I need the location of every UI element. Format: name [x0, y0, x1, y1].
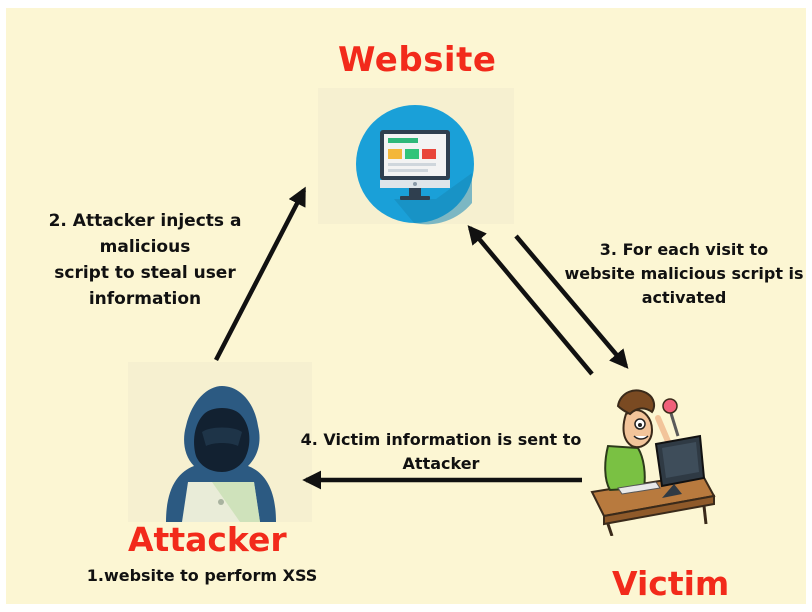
- arrow-victim-to-website: [467, 225, 594, 376]
- attacker-caption: 1.website to perform XSS: [86, 566, 318, 585]
- website-title: Website: [338, 40, 497, 80]
- step3-line: activated: [641, 288, 727, 307]
- step2-label: 2. Attacker injects a malicious script t…: [30, 208, 260, 312]
- arrow-website-to-victim: [514, 234, 629, 369]
- victim-title: Victim: [612, 564, 730, 603]
- arrow-attacker-to-website: [214, 186, 306, 362]
- step3-label: 3. For each visit to website malicious s…: [558, 238, 810, 310]
- step3-line: 3. For each visit to: [599, 240, 769, 259]
- step2-line: script to steal user: [54, 263, 236, 283]
- step2-line: malicious: [99, 237, 191, 257]
- step2-line: 2. Attacker injects a: [48, 211, 242, 231]
- attacker-title: Attacker: [128, 520, 287, 559]
- step2-line: information: [88, 289, 202, 309]
- computer-monitor-icon: [356, 105, 474, 225]
- user-at-computer-icon: [590, 389, 716, 536]
- step4-line: 4. Victim information is sent to: [300, 430, 582, 449]
- step4-label: 4. Victim information is sent to Attacke…: [282, 428, 600, 476]
- step3-line: website malicious script is: [564, 264, 804, 283]
- step4-line: Attacker: [402, 454, 480, 473]
- hooded-hacker-icon: [166, 386, 276, 522]
